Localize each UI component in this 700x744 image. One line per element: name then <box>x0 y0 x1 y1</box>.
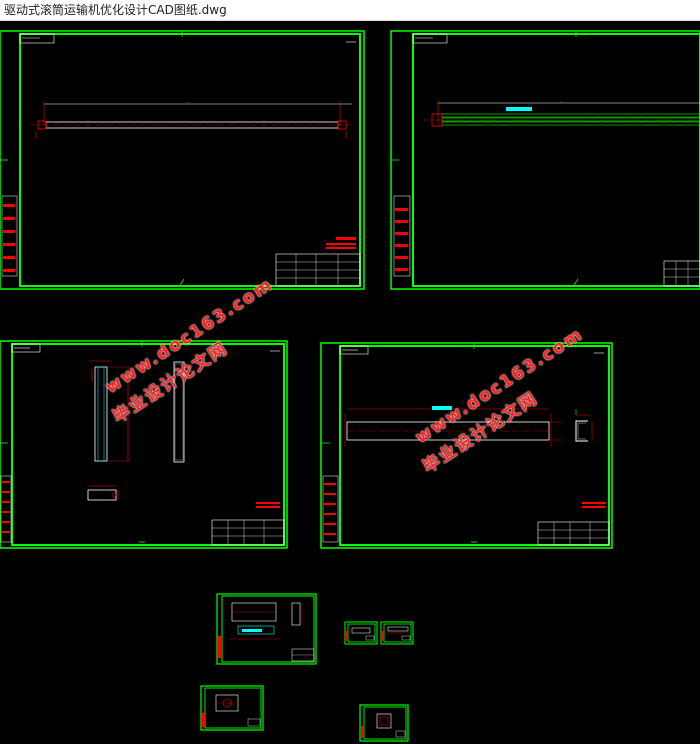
cad-canvas[interactable]: ···· <box>0 21 700 744</box>
drawing-sheet-9[interactable] <box>359 704 409 742</box>
drawing-sheet-6[interactable] <box>344 621 378 645</box>
drawing-sheet-3[interactable] <box>0 340 288 549</box>
drawing-sheet-7[interactable] <box>380 621 414 645</box>
window-title: 驱动式滚筒运输机优化设计CAD图纸.dwg <box>4 3 227 17</box>
svg-text:····: ···· <box>560 99 564 103</box>
cad-drawing-view[interactable]: ···· <box>0 21 700 744</box>
drawing-sheet-8[interactable] <box>200 685 264 731</box>
svg-text:····: ···· <box>187 100 191 104</box>
drawing-sheet-2[interactable]: ···· <box>390 30 700 290</box>
drawing-sheet-1[interactable]: ···· <box>0 30 365 290</box>
drawing-sheet-5[interactable] <box>216 593 317 665</box>
window-titlebar: 驱动式滚筒运输机优化设计CAD图纸.dwg <box>0 0 700 21</box>
drawing-sheet-4[interactable] <box>320 342 613 549</box>
